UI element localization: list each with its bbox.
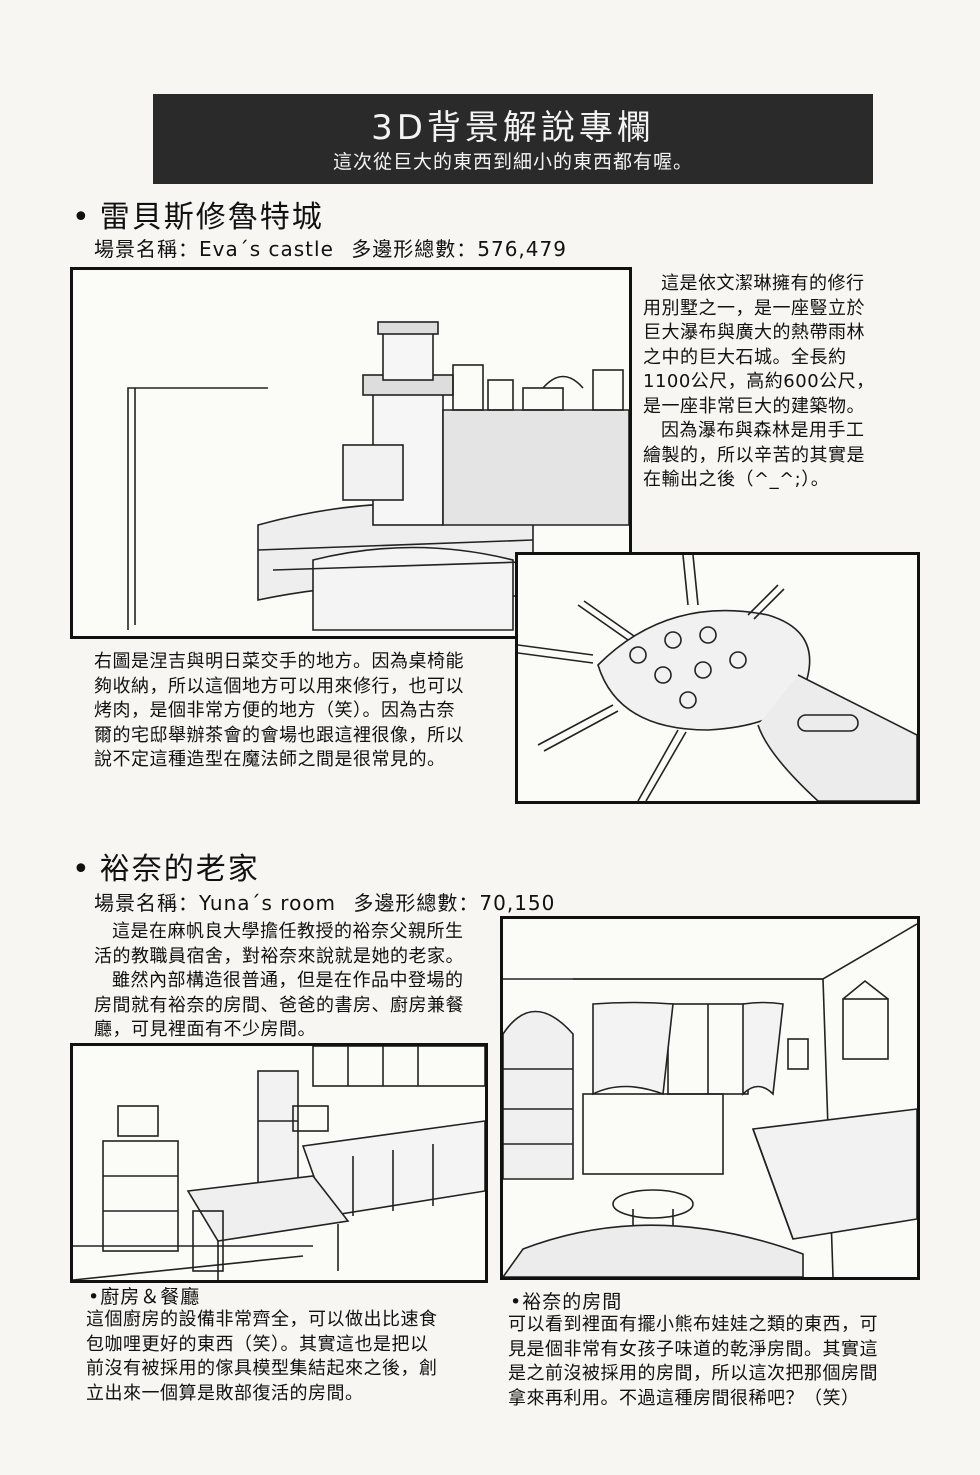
section2-desc-line: 房間就有裕奈的房間、爸爸的書房、廚房兼餐 <box>94 994 464 1016</box>
section1-note-line: 右圖是涅吉與明日菜交手的地方。因為桌椅能 <box>94 651 464 672</box>
section1-desc-line: 是一座非常巨大的建築物。 <box>643 395 865 417</box>
section1-bullet: • <box>72 200 92 235</box>
section1-desc-line: 因為瀑布與森林是用手工 <box>661 420 865 441</box>
section1-heading: •雷貝斯修魯特城 <box>72 200 324 236</box>
room-caption: •裕奈的房間 <box>510 1291 623 1313</box>
section2-meta: 場景名稱：Yuna´s room 多邊形總數：70,150 <box>94 890 565 916</box>
room-text-line: 見是個非常有女孩子味道的乾淨房間。其實這 <box>508 1338 878 1360</box>
section1-description: 這是依文潔琳擁有的修行 用別墅之一，是一座豎立於 巨大瀑布與廣大的熱帶雨林 之中… <box>643 272 903 493</box>
section1-scene-label: 場景名稱：Eva´s castle <box>94 237 334 261</box>
section1-meta: 場景名稱：Eva´s castle 多邊形總數：576,479 <box>94 236 577 262</box>
section1-desc-line: 在輸出之後（^_^;）。 <box>643 469 830 490</box>
section1-desc-line: 繪製的，所以辛苦的其實是 <box>643 444 865 466</box>
room-text-line: 可以看到裡面有擺小熊布娃娃之類的東西，可 <box>508 1314 878 1335</box>
section2-desc-line: 雖然內部構造很普通，但是在作品中登場的 <box>112 970 464 991</box>
section2-polygon-label: 多邊形總數：70,150 <box>353 891 556 915</box>
banner-subtitle: 這次從巨大的東西到細小的東西都有喔。 <box>332 151 693 173</box>
section2-heading: •裕奈的老家 <box>72 852 260 888</box>
kitchen-text-line: 立出來一個算是敗部復活的房間。 <box>86 1382 364 1404</box>
section1-desc-line: 巨大瀑布與廣大的熱帶雨林 <box>643 322 865 343</box>
section1-note-line: 夠收納，所以這個地方可以用來修行，也可以 <box>94 675 464 697</box>
section1-polygon-label: 多邊形總數：576,479 <box>351 237 567 261</box>
section2-title: 裕奈的老家 <box>99 852 260 887</box>
section2-desc-line: 活的教職員宿舍，對裕奈來說就是她的老家。 <box>94 945 464 967</box>
kitchen-text: 這個廚房的設備非常齊全，可以做出比速食 包咖哩更好的東西（笑）。其實這也是把以 … <box>86 1308 496 1406</box>
kitchen-text-line: 包咖哩更好的東西（笑）。其實這也是把以 <box>86 1333 429 1355</box>
section2-desc-line: 這是在麻帆良大學擔任教授的裕奈父親所生 <box>112 921 464 942</box>
kitchen-text-line: 前沒有被採用的傢具模型集結起來之後，創 <box>86 1358 438 1379</box>
section2-description: 這是在麻帆良大學擔任教授的裕奈父親所生 活的教職員宿舍，對裕奈來說就是她的老家。… <box>94 920 494 1043</box>
yuna-room-illustration <box>500 916 920 1280</box>
banner-title: 3D背景解說專欄 <box>371 108 655 148</box>
room-text-line: 是之前沒被採用的房間，所以這次把那個房間 <box>508 1363 878 1384</box>
section1-note-line: 烤肉，是個非常方便的地方（笑）。因為古奈 <box>94 700 455 721</box>
section1-note-line: 說不定這種造型在魔法師之間是很常見的。 <box>94 749 446 770</box>
castle-illustration <box>70 267 632 639</box>
room-text: 可以看到裡面有擺小熊布娃娃之類的東西，可 見是個非常有女孩子味道的乾淨房間。其實… <box>508 1313 918 1411</box>
section1-desc-line: 之中的巨大石城。全長約 <box>643 346 847 368</box>
section2-scene-label: 場景名稱：Yuna´s room <box>94 891 337 915</box>
kitchen-caption: •廚房＆餐廳 <box>88 1286 201 1308</box>
section1-note: 右圖是涅吉與明日菜交手的地方。因為桌椅能 夠收納，所以這個地方可以用來修行，也可… <box>94 650 514 773</box>
section1-desc-line: 用別墅之一，是一座豎立於 <box>643 297 865 319</box>
kitchen-illustration <box>70 1043 488 1283</box>
kitchen-text-line: 這個廚房的設備非常齊全，可以做出比速食 <box>86 1309 438 1330</box>
arena-illustration <box>515 552 920 804</box>
section1-note-line: 爾的宅邸舉辦茶會的會場也跟這裡很像，所以 <box>94 724 464 746</box>
room-text-line: 拿來再利用。不過這種房間很稀吧？（笑） <box>508 1387 860 1409</box>
section2-desc-line: 廳，可見裡面有不少房間。 <box>94 1019 316 1040</box>
column-banner: 3D背景解說專欄 這次從巨大的東西到細小的東西都有喔。 <box>153 94 873 184</box>
section1-desc-line: 1100公尺，高約600公尺， <box>643 371 875 392</box>
section1-title: 雷貝斯修魯特城 <box>99 200 324 235</box>
section1-desc-line: 這是依文潔琳擁有的修行 <box>661 273 865 294</box>
section2-bullet: • <box>72 852 92 887</box>
